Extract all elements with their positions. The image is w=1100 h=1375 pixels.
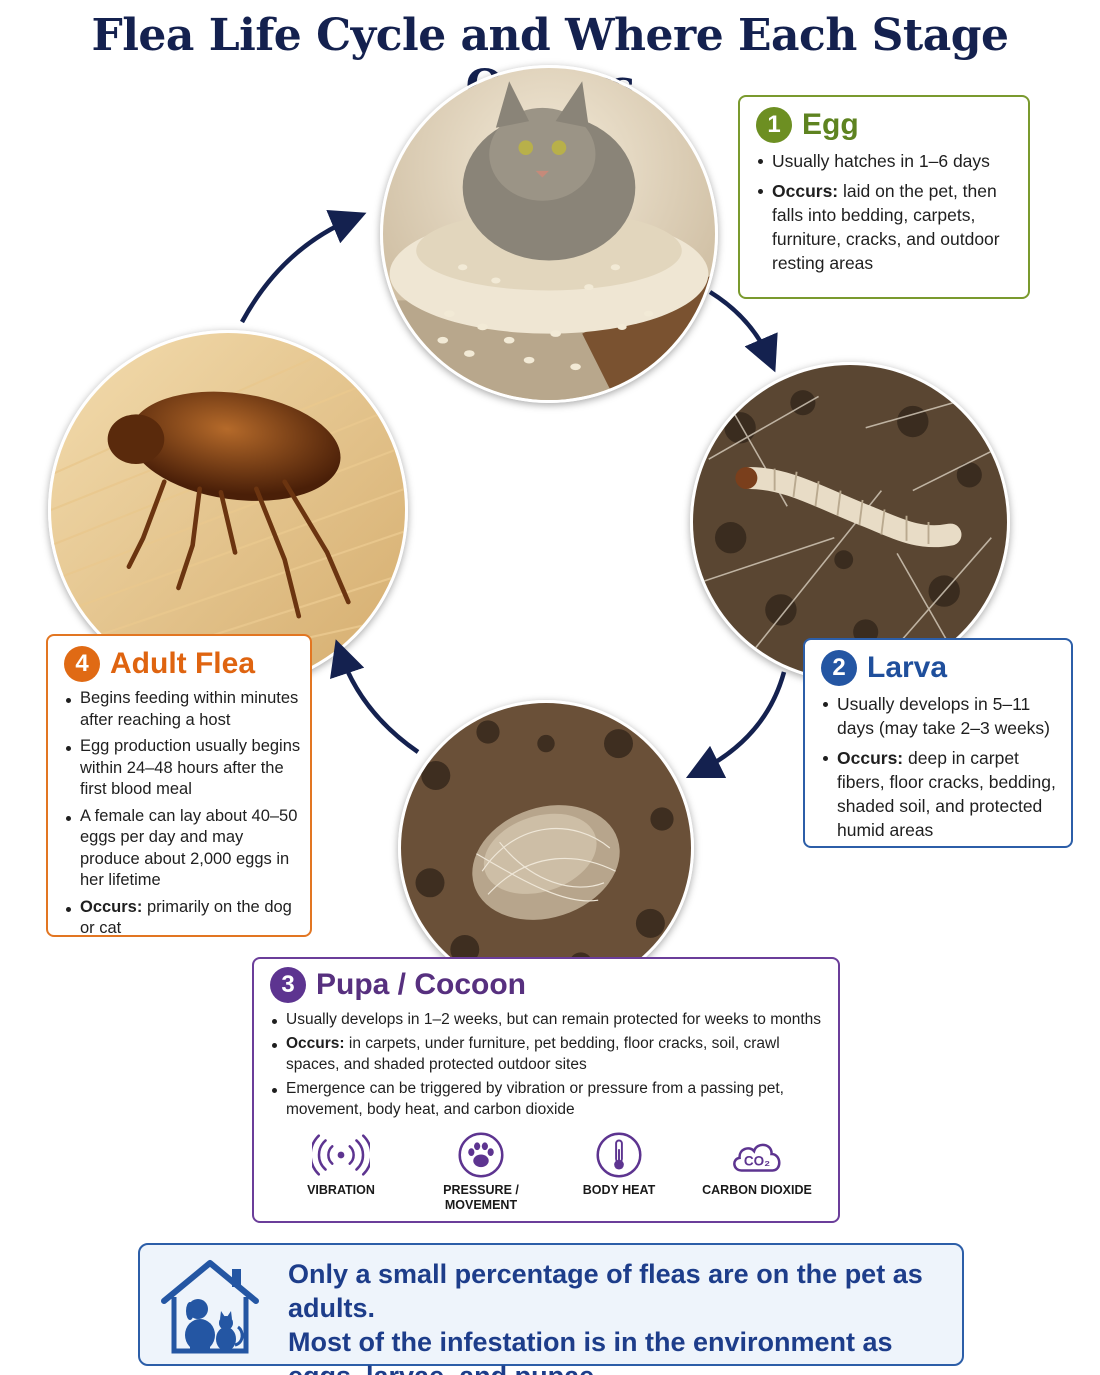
adult-stage-photo [48, 330, 408, 690]
stage-number-badge: 2 [821, 650, 857, 686]
arrow-pupa-to-adult [330, 639, 420, 754]
larva-stage-card: 2 Larva Usually develops in 5–11 days (m… [803, 638, 1073, 848]
arrow-adult-to-egg [240, 210, 367, 324]
adult-stage-card: 4 Adult Flea Begins feeding within minut… [46, 634, 312, 937]
stage-title: Pupa / Cocoon [316, 968, 526, 1001]
emergence-triggers: VIBRATION PRESSURE / MOVEMENT [264, 1131, 828, 1221]
stage-title: Larva [867, 651, 948, 684]
environment-callout: Only a small percentage of fleas are on … [138, 1243, 964, 1375]
pupa-stage-card: 3 Pupa / Cocoon Usually develops in 1–2 … [252, 957, 840, 1223]
stage-number-badge: 1 [756, 107, 792, 143]
thermometer-icon [590, 1131, 648, 1179]
co2-cloud-icon: CO₂ [728, 1131, 786, 1179]
paw-icon [452, 1131, 510, 1179]
stage-bullets: Begins feeding within minutes after reac… [64, 688, 302, 940]
trigger-pressure-movement: PRESSURE / MOVEMENT [416, 1131, 546, 1213]
bullet-item: Emergence can be triggered by vibration … [270, 1078, 824, 1120]
bullet-item: Usually hatches in 1–6 days [756, 149, 1014, 173]
bullet-item: Usually develops in 1–2 weeks, but can r… [270, 1009, 824, 1030]
egg-stage-photo [380, 65, 718, 403]
bullet-item: Occurs: laid on the pet, then falls into… [756, 179, 1014, 275]
bullet-item: Egg production usually begins within 24–… [64, 736, 302, 801]
vibration-icon [309, 1131, 373, 1179]
larva-stage-photo [690, 362, 1010, 682]
arrow-larva-to-pupa [685, 671, 787, 779]
pupa-stage-photo [398, 700, 694, 996]
stage-title: Egg [802, 108, 859, 141]
bullet-item: A female can lay about 40–50 eggs per da… [64, 806, 302, 892]
trigger-vibration: VIBRATION [276, 1131, 406, 1198]
stage-bullets: Usually develops in 5–11 days (may take … [821, 692, 1063, 842]
trigger-carbon-dioxide: CO₂ CARBON DIOXIDE [692, 1131, 822, 1198]
bullet-item: Occurs: in carpets, under furniture, pet… [270, 1033, 824, 1075]
stage-bullets: Usually develops in 1–2 weeks, but can r… [270, 1009, 824, 1120]
bullet-item: Occurs: deep in carpet fibers, floor cra… [821, 746, 1063, 842]
stage-number-badge: 4 [64, 646, 100, 682]
bullet-item: Occurs: primarily on the dog or cat [64, 897, 302, 940]
stage-bullets: Usually hatches in 1–6 days Occurs: laid… [756, 149, 1014, 275]
svg-text:CO₂: CO₂ [744, 1154, 770, 1169]
trigger-body-heat: BODY HEAT [554, 1131, 684, 1198]
stage-number-badge: 3 [270, 967, 306, 1003]
egg-stage-card: 1 Egg Usually hatches in 1–6 days Occurs… [738, 95, 1030, 299]
bullet-item: Usually develops in 5–11 days (may take … [821, 692, 1063, 740]
bullet-item: Begins feeding within minutes after reac… [64, 688, 302, 731]
house-pets-icon [158, 1257, 262, 1357]
callout-message: Only a small percentage of fleas are on … [288, 1259, 923, 1375]
stage-title: Adult Flea [110, 647, 256, 680]
arrow-egg-to-larva [708, 290, 778, 373]
